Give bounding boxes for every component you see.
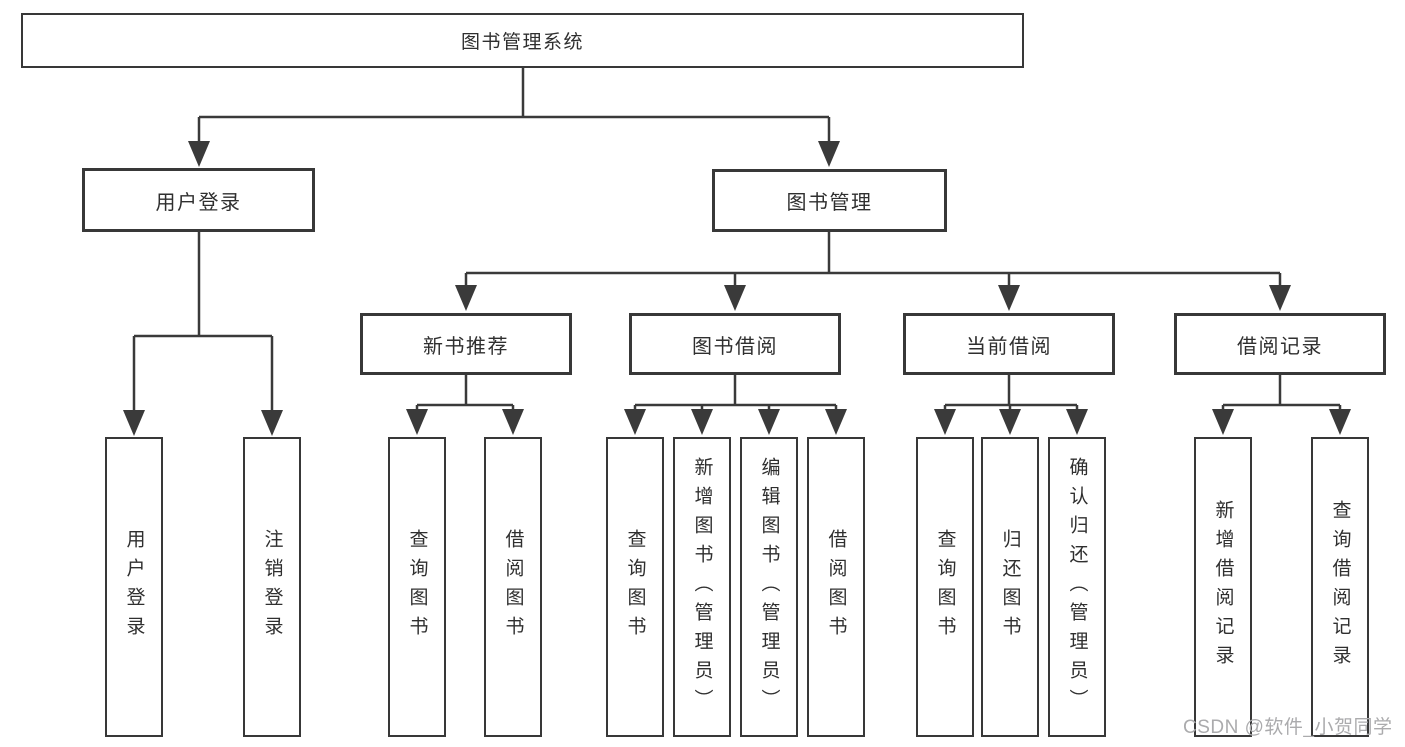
leaf-add-book-admin: 新增图书（管理员） (673, 437, 731, 737)
node-borrow-records: 借阅记录 (1174, 313, 1386, 375)
leaf-confirm-return-admin: 确认归还（管理员） (1048, 437, 1106, 737)
node-library-system: 图书管理系统 (21, 13, 1024, 68)
node-book-management: 图书管理 (712, 169, 947, 232)
leaf-borrow-book-recommend: 借阅图书 (484, 437, 542, 737)
node-current-borrow: 当前借阅 (903, 313, 1115, 375)
leaf-query-book-borrow: 查询图书 (606, 437, 664, 737)
node-user-login: 用户登录 (82, 168, 315, 232)
arrow-icon (624, 409, 646, 435)
arrow-icon (1066, 409, 1088, 435)
arrow-icon (934, 409, 956, 435)
arrow-icon (818, 141, 840, 167)
leaf-user-login: 用户登录 (105, 437, 163, 737)
leaf-edit-book-admin: 编辑图书（管理员） (740, 437, 798, 737)
arrow-icon (261, 410, 283, 436)
node-book-borrow: 图书借阅 (629, 313, 841, 375)
arrow-icon (724, 285, 746, 311)
connector-segments (132, 68, 1342, 412)
leaf-add-borrow-record: 新增借阅记录 (1194, 437, 1252, 737)
arrow-icon (123, 410, 145, 436)
arrow-icon (188, 141, 210, 167)
arrow-icon (758, 409, 780, 435)
leaf-query-book-recommend: 查询图书 (388, 437, 446, 737)
leaf-query-borrow-record: 查询借阅记录 (1311, 437, 1369, 737)
leaf-return-book: 归还图书 (981, 437, 1039, 737)
arrow-icon (825, 409, 847, 435)
arrow-icon (691, 409, 713, 435)
arrow-icon (455, 285, 477, 311)
arrow-icon (999, 409, 1021, 435)
arrow-icon (1269, 285, 1291, 311)
leaf-borrow-book: 借阅图书 (807, 437, 865, 737)
node-new-book-recommend: 新书推荐 (360, 313, 572, 375)
arrowheads (123, 141, 1351, 436)
arrow-icon (1329, 409, 1351, 435)
arrow-icon (998, 285, 1020, 311)
arrow-icon (502, 409, 524, 435)
leaf-query-book-current: 查询图书 (916, 437, 974, 737)
arrow-icon (406, 409, 428, 435)
leaf-logout: 注销登录 (243, 437, 301, 737)
arrow-icon (1212, 409, 1234, 435)
